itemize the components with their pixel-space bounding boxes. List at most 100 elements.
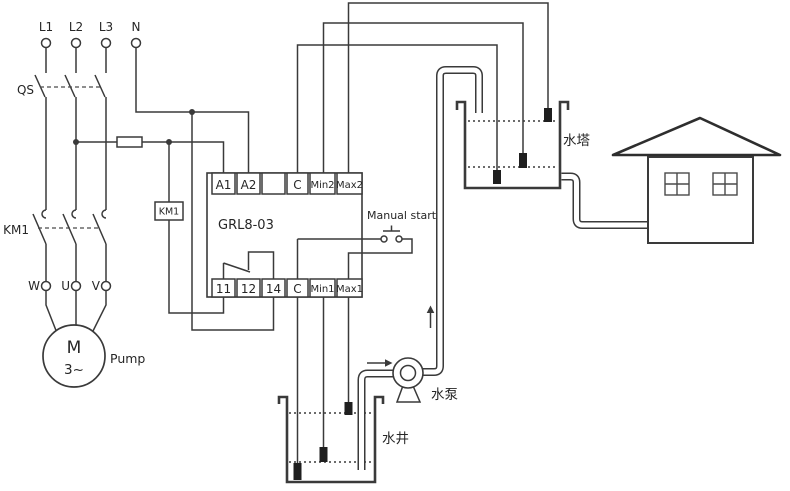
label-14: 14 [266,282,281,296]
label-U: U [61,279,70,293]
house-window-right [712,172,738,196]
motor-phase: 3~ [64,362,84,378]
well-walls [277,395,385,484]
relay-top-terminals [211,172,363,195]
km1-main-contacts [32,209,107,282]
tower-common-wire [296,44,498,173]
tower-max2-wire [347,2,549,173]
junction-dot [73,139,79,145]
label-W: W [28,279,40,293]
flow-arrow-up-head [426,305,435,313]
tower-max2-electrode [544,108,552,122]
label-11: 11 [216,282,231,296]
manual-start-button [296,225,413,279]
label-L1: L1 [39,20,53,34]
tower-probe-wires [296,2,552,184]
relay-terminal-Max2 [336,172,363,195]
relay-terminal-A1 [211,172,236,195]
terminal-L2 [70,37,82,49]
label-KM1-coil: KM1 [159,207,179,218]
pump-impeller [399,364,417,382]
relay-terminal-C-top [286,172,309,195]
label-C-top: C [293,178,301,192]
relay-terminal-A2 [236,172,261,195]
label-water-well: 水井 [382,431,409,447]
manual-start-left-wire [296,238,381,279]
terminal-U [70,280,82,292]
well-common-electrode [293,463,302,480]
relay-bottom-terminals [211,278,363,298]
qs-disconnect-switch [34,47,107,210]
relay-terminal-blank [261,172,286,195]
relay-terminal-Min2 [309,172,336,195]
well-min1-electrode [319,447,328,462]
suction-pipe [357,369,395,470]
label-pump: Pump [110,351,145,366]
label-A1: A1 [216,178,232,192]
labels: L1 L2 L3 N QS KM1 KM1 W U V M 3~ Pump GR… [3,20,590,447]
terminal-L1 [40,37,52,49]
label-L2: L2 [69,20,83,34]
label-12: 12 [241,282,256,296]
control-wiring [73,47,275,331]
level-relay [206,172,363,298]
fuse [116,136,143,148]
junction-dot [166,139,172,145]
label-manual-start: Manual start [367,209,437,222]
label-A2: A2 [241,178,257,192]
coil-bottom-wire [168,220,225,314]
motor-symbol: M [67,338,82,358]
fuse-line [76,141,225,173]
label-water-pump: 水泵 [431,387,458,403]
flow-arrows [367,305,435,367]
power-supply-section [32,37,142,388]
manual-start-contact-left [380,235,388,243]
pump-unit [392,357,424,403]
water-tower-tank [455,100,570,190]
house [611,116,782,244]
label-QS: QS [17,83,34,97]
flow-arrow-right-head [385,359,393,367]
house-pipe-bore [561,174,648,228]
tower-min2-electrode [519,153,527,168]
label-N: N [132,20,141,34]
label-L3: L3 [99,20,113,34]
relay-terminal-14 [261,278,286,298]
house-body [647,156,754,244]
terminal-W [40,280,52,292]
terminal14-neutral-wire [191,112,275,331]
label-V: V [92,279,101,293]
manual-start-actuator [383,225,400,232]
manual-start-contact-right [395,235,403,243]
label-KM1-contacts: KM1 [3,223,29,237]
relay-terminal-12 [236,278,261,298]
manual-start-right-wire [347,238,413,279]
relay-output-contact [222,251,275,279]
label-Min2: Min2 [310,180,334,191]
suction-pipe-bore [359,371,395,470]
terminal-N [130,37,142,49]
house-window-left [664,172,690,196]
label-C-bottom: C [293,282,301,296]
motor-circle [42,324,106,388]
motor-feed-w [45,290,58,334]
pump-base [395,386,422,403]
tank-walls [455,100,570,190]
label-Max1: Max1 [336,284,363,295]
label-water-tower: 水塔 [563,133,591,149]
label-Max2: Max2 [336,180,363,191]
relay-terminal-Max1 [336,278,363,298]
rising-pipe-bore [422,67,482,375]
tower-min2-wire [322,22,524,173]
house-roof [611,116,782,157]
relay-terminal-11 [211,278,236,298]
well-probe-wires [293,297,353,480]
terminal-L3 [100,37,112,49]
pipes [357,66,648,470]
motor-feed-v [91,290,107,334]
relay-terminal-Min1 [309,278,336,298]
well-max1-electrode [344,402,353,415]
relay-model: GRL8-03 [218,218,274,233]
tower-common-electrode [493,170,501,184]
